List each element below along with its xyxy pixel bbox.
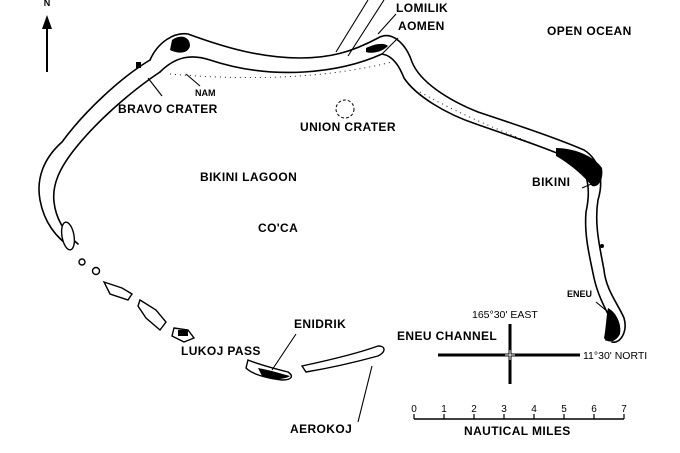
label-enidrik: ENIDRIK [294, 317, 346, 331]
label-eneu-channel: ENEU CHANNEL [397, 329, 497, 343]
scale-bar: 0 1 2 3 4 5 6 7 NAUTICAL MILES [411, 404, 627, 438]
label-union-crater: UNION CRATER [300, 120, 396, 134]
scale-tick-label: 1 [441, 404, 447, 415]
label-eneu: ENEU [567, 289, 592, 299]
label-coca: CO'CA [258, 221, 298, 235]
eneu-island [604, 308, 621, 342]
scale-tick-label: 6 [591, 404, 597, 415]
label-aomen: AOMEN [398, 19, 445, 33]
scale-tick-label: 3 [501, 404, 507, 415]
label-bravo-crater: BRAVO CRATER [118, 102, 218, 116]
scale-tick-label: 4 [531, 404, 537, 415]
channel-lines [335, 0, 385, 57]
leader-lines [147, 13, 609, 423]
nam-island [170, 36, 190, 53]
label-lukoj-pass: LUKOJ PASS [181, 344, 261, 358]
scale-tick-label: 0 [411, 404, 417, 415]
label-lomilik: LOMILIK [396, 1, 448, 15]
scale-label: NAUTICAL MILES [464, 424, 571, 438]
label-longitude: 165°30' EAST [472, 309, 538, 321]
label-nam: NAM [195, 88, 216, 98]
coordinate-crosshair: 165°30' EAST 11°30' NORTI [438, 309, 647, 384]
label-open-ocean: OPEN OCEAN [547, 24, 632, 38]
label-latitude: 11°30' NORTI [583, 350, 647, 362]
scale-tick-label: 5 [561, 404, 567, 415]
label-aerokoj: AEROKOJ [290, 422, 352, 436]
union-crater-icon [335, 99, 355, 119]
scale-tick-label: 2 [471, 404, 477, 415]
enidrik-island [258, 368, 290, 379]
scale-tick-label: 7 [621, 404, 627, 415]
arrow-head-icon [42, 15, 52, 29]
north-arrow: N [42, 0, 52, 72]
bikini-island [556, 148, 603, 187]
atoll-reef [38, 33, 626, 343]
islands [136, 36, 621, 379]
north-label: N [44, 0, 51, 8]
scale-ticks: 0 1 2 3 4 5 6 7 [411, 404, 627, 419]
aomen-island [366, 43, 388, 53]
label-bikini: BIKINI [532, 175, 570, 189]
label-bikini-lagoon: BIKINI LAGOON [200, 170, 297, 184]
